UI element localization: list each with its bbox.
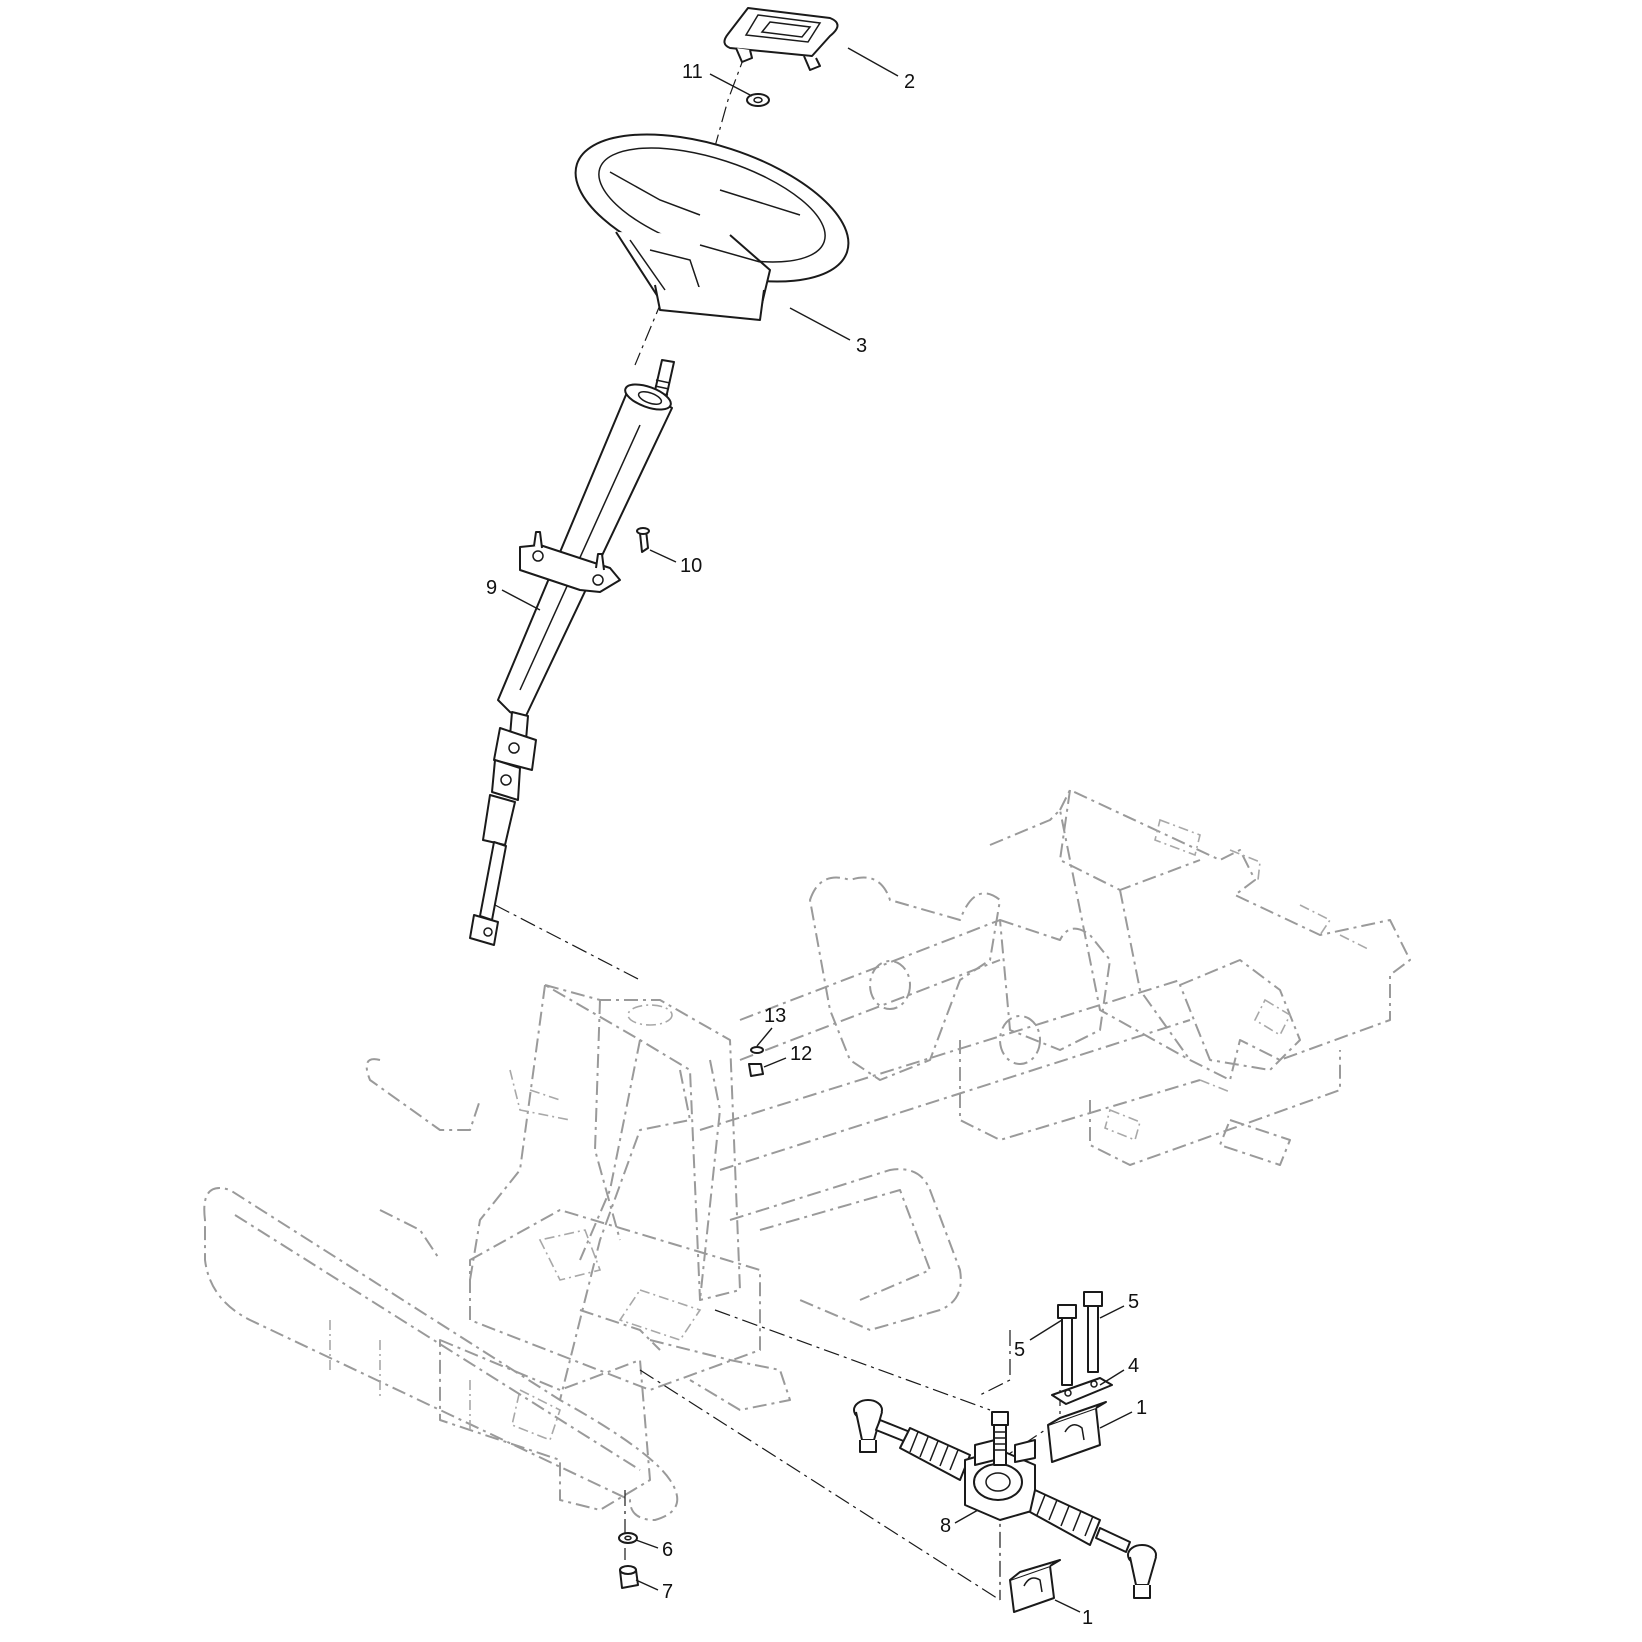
callout-label: 12 <box>790 1043 813 1065</box>
part-clamp-bolts <box>1057 1291 1103 1386</box>
callout-label: 3 <box>856 335 868 357</box>
callout-label: 2 <box>904 71 916 93</box>
callout-label: 1 <box>1136 1397 1148 1419</box>
part-steering-wheel <box>574 133 850 321</box>
callout-label: 13 <box>764 1005 787 1027</box>
part-washer-and-nut <box>618 1532 639 1589</box>
callout-label: 11 <box>682 61 703 83</box>
part-small-fasteners <box>748 1046 764 1077</box>
part-steering-nut <box>746 93 770 107</box>
callout-label: 5 <box>1014 1339 1026 1361</box>
callout-label: 4 <box>1128 1355 1140 1377</box>
callout-label: 8 <box>940 1515 952 1537</box>
callout-leaders <box>501 47 1133 1613</box>
part-clamp-block-upper <box>1047 1401 1107 1463</box>
assembly-centerlines <box>494 24 1061 1601</box>
part-steering-rack <box>853 1399 1157 1599</box>
part-center-cap <box>723 7 839 71</box>
callout-label: 10 <box>680 555 703 577</box>
part-clamp-block-lower <box>1009 1559 1061 1613</box>
callout-label: 1 <box>1082 1607 1094 1629</box>
vehicle-frame <box>203 789 1411 1521</box>
callout-label: 5 <box>1128 1291 1140 1313</box>
callout-label: 7 <box>662 1581 674 1603</box>
part-steering-column <box>469 359 675 946</box>
part-clamp-plate <box>1051 1377 1113 1405</box>
callout-label: 9 <box>486 577 498 599</box>
callout-label: 6 <box>662 1539 674 1561</box>
